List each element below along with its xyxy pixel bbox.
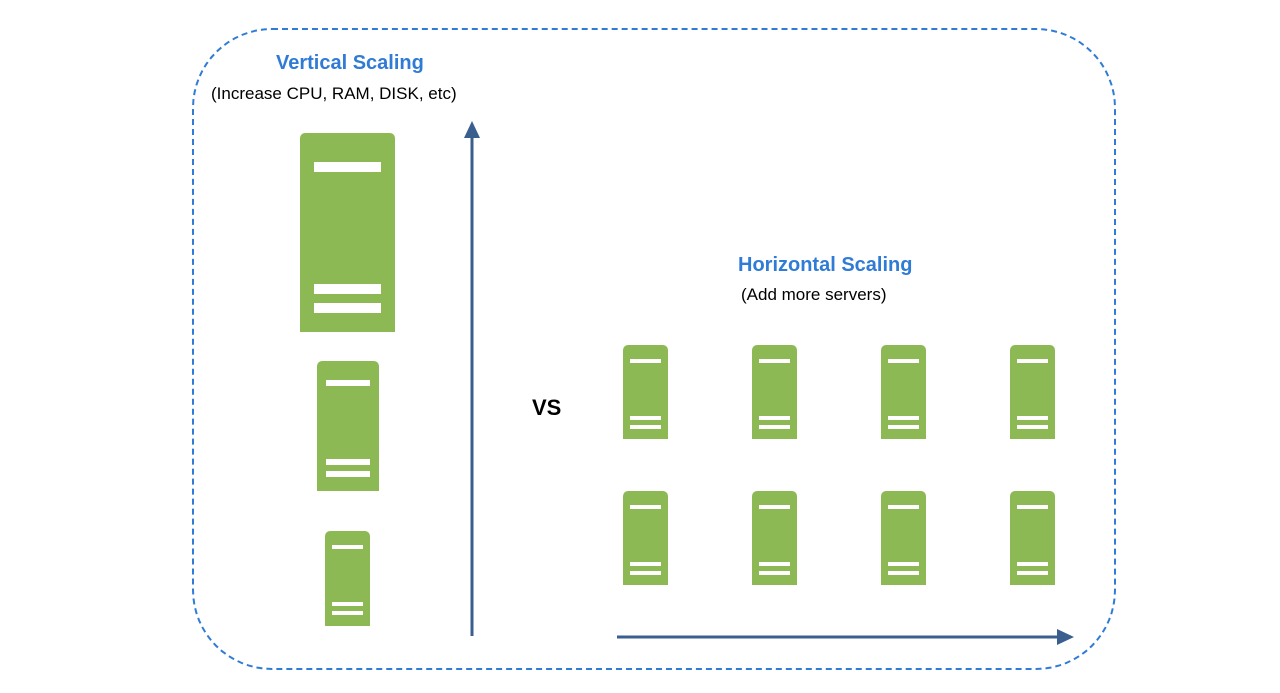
vertical-scaling-title: Vertical Scaling xyxy=(276,52,424,74)
server-icon xyxy=(881,345,926,439)
server-icon xyxy=(752,345,797,439)
server-icon xyxy=(300,133,395,332)
server-icon xyxy=(1010,491,1055,585)
dashed-boundary xyxy=(192,28,1116,670)
vertical-scaling-subtitle: (Increase CPU, RAM, DISK, etc) xyxy=(211,84,457,103)
arrow-up-icon xyxy=(464,121,480,636)
server-icon xyxy=(881,491,926,585)
server-icon xyxy=(623,491,668,585)
vs-label: VS xyxy=(532,395,562,420)
server-icon xyxy=(317,361,379,491)
server-icon xyxy=(325,531,370,626)
horizontal-scaling-subtitle: (Add more servers) xyxy=(741,285,887,304)
server-icon xyxy=(623,345,668,439)
server-icon xyxy=(752,491,797,585)
horizontal-scaling-title: Horizontal Scaling xyxy=(738,254,913,276)
server-icon xyxy=(1010,345,1055,439)
arrow-right-icon xyxy=(617,629,1074,645)
